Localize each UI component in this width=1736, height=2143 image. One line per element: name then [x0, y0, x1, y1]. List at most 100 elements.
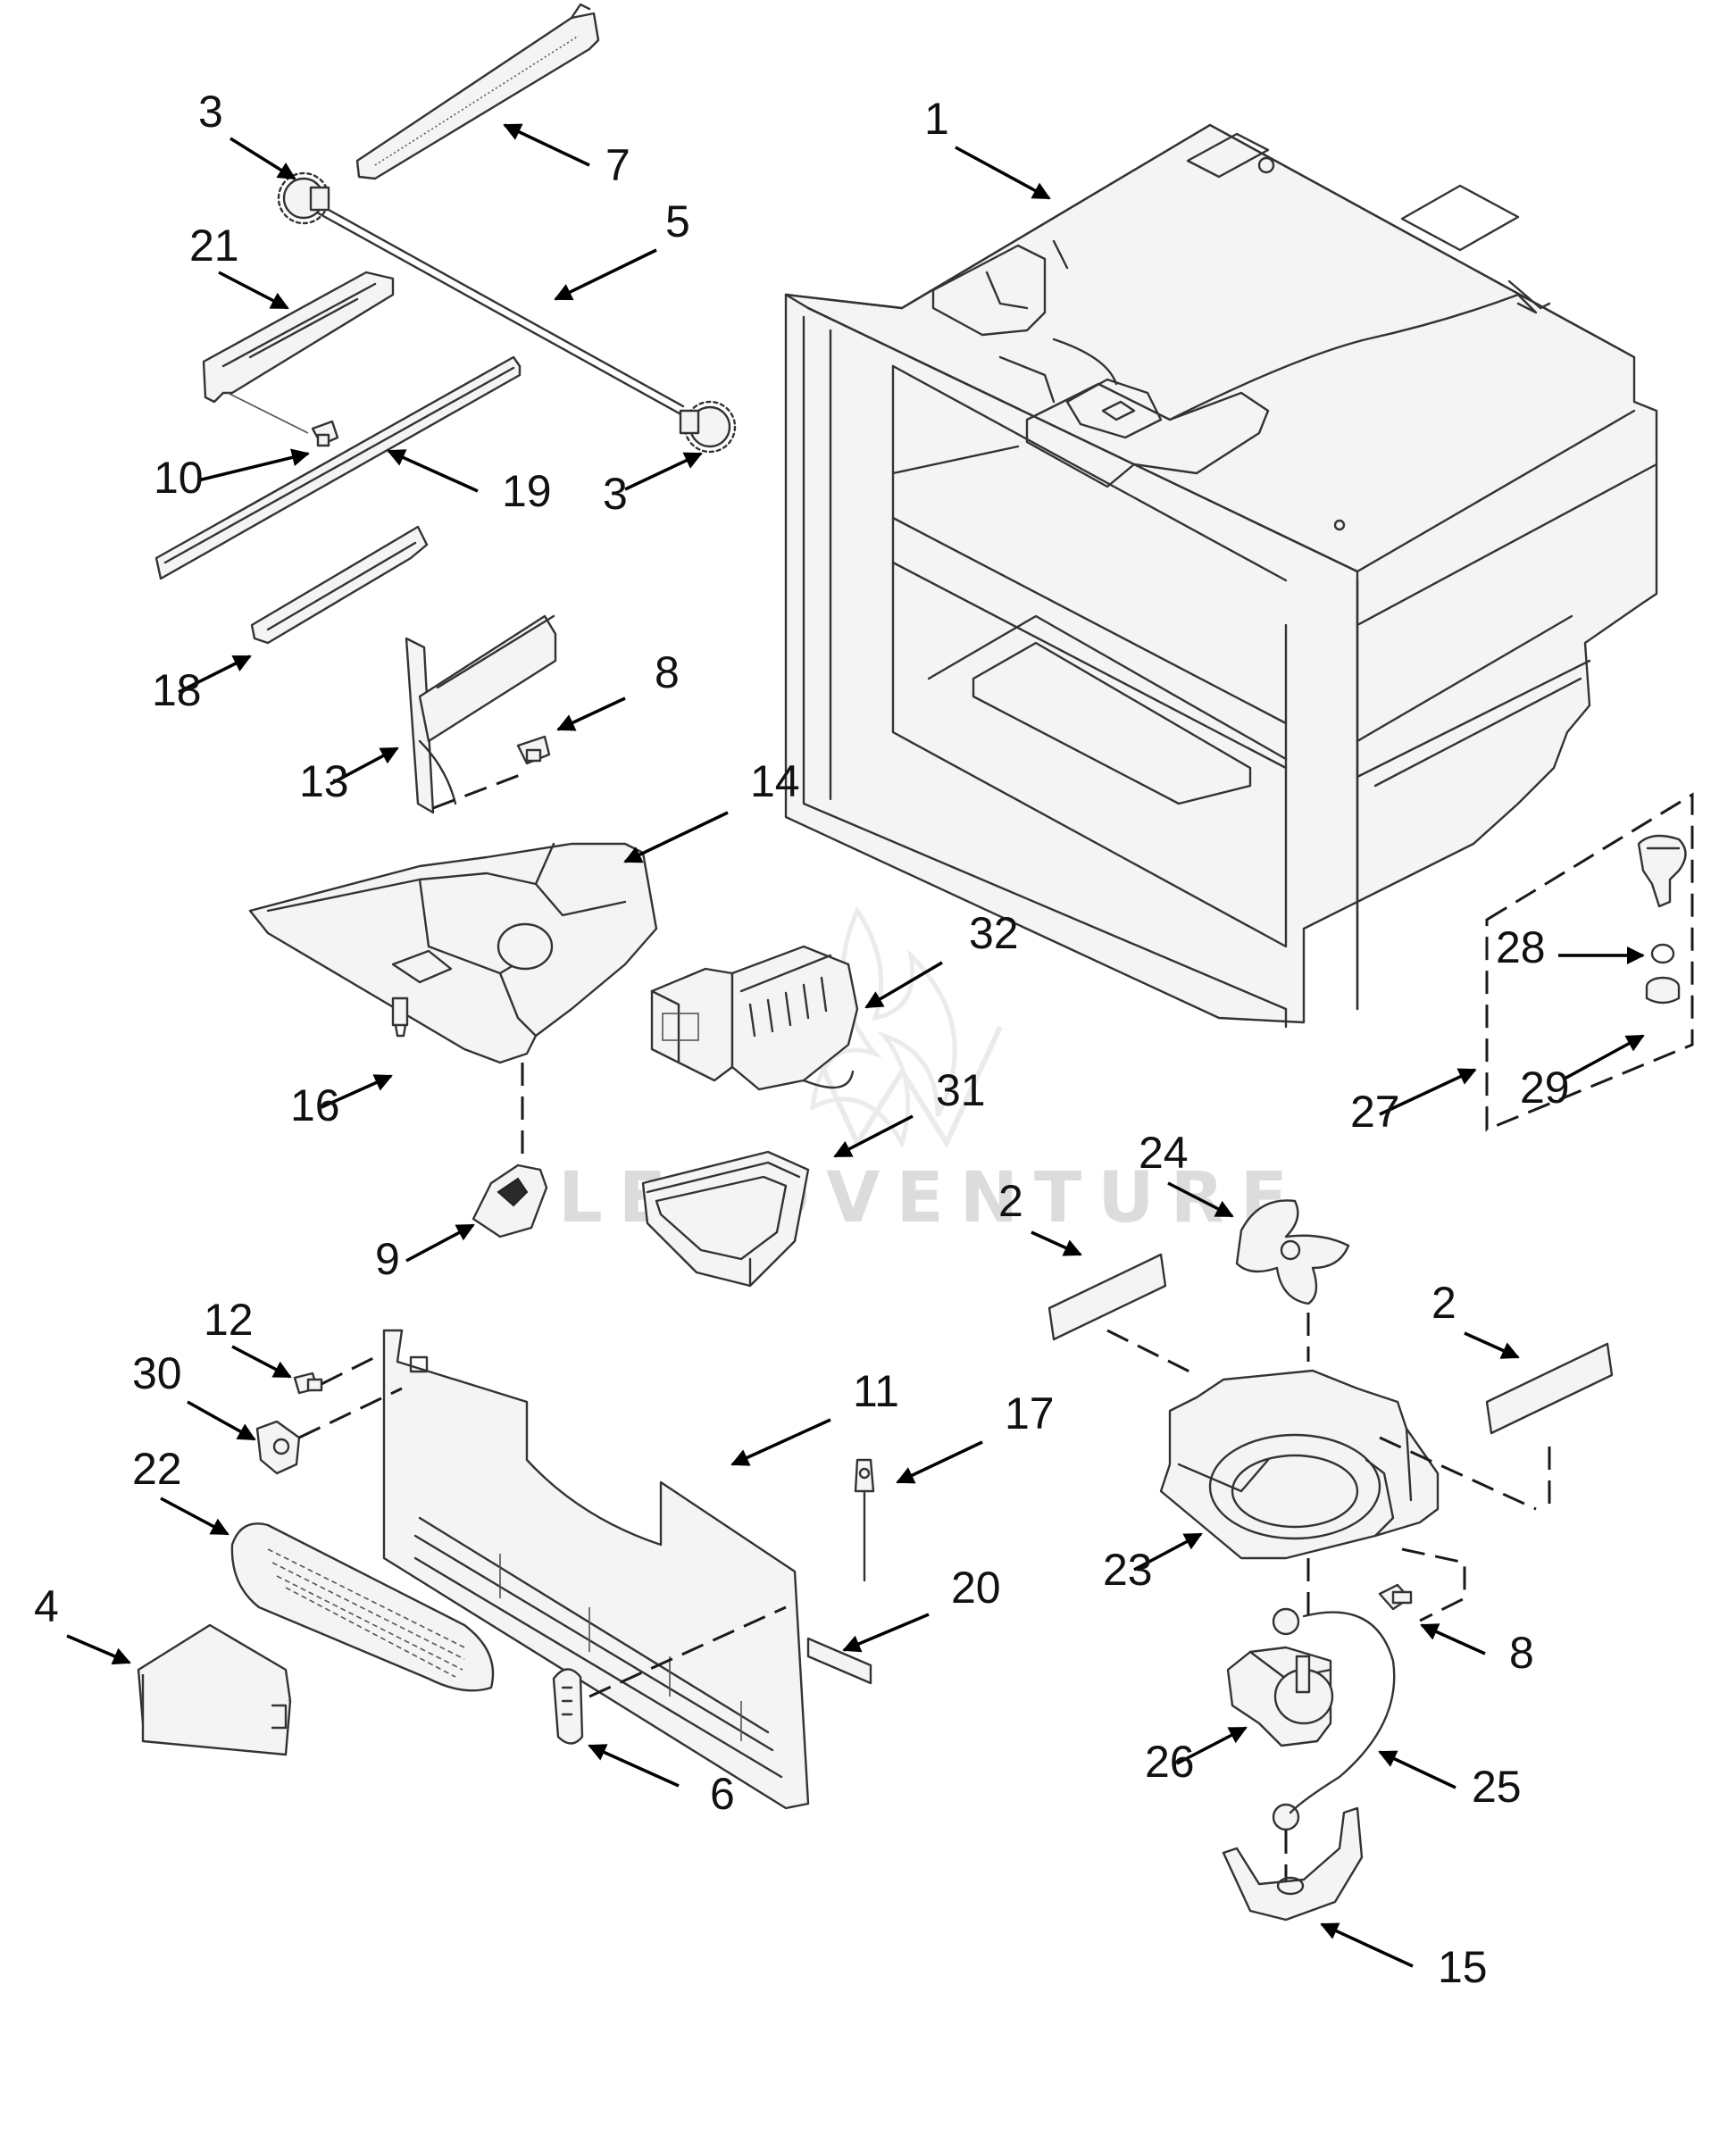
part-10-screw: [227, 392, 339, 447]
callout-arrow-24: [1167, 1181, 1234, 1218]
callout-label-3b: 3: [603, 469, 628, 519]
callout-arrow-3a: [230, 137, 296, 180]
part-14-ice-bin-housing: [248, 842, 658, 1064]
callout-label-6: 6: [710, 1769, 735, 1819]
callout-label-2a: 2: [998, 1176, 1023, 1226]
part-1-freezer-liner: [784, 123, 1658, 1029]
callout-label-2b: 2: [1431, 1278, 1456, 1328]
part-17-thermistor: [854, 1458, 875, 1582]
callout-label-26: 26: [1145, 1737, 1195, 1787]
part-21-guide-bracket: [202, 271, 395, 404]
callout-label-15: 15: [1438, 1942, 1488, 1992]
part-2-pad-left: [1047, 1253, 1167, 1341]
part-18-rail: [250, 525, 429, 645]
callout-label-16: 16: [290, 1080, 340, 1130]
callout-arrow-22: [160, 1497, 230, 1536]
part-9-cap: [472, 1163, 548, 1238]
callout-label-17: 17: [1005, 1388, 1055, 1438]
part-2-pad-right: [1485, 1342, 1614, 1435]
callout-label-29: 29: [1520, 1063, 1570, 1113]
callout-arrow-2b: [1464, 1331, 1520, 1359]
callout-arrow-31: [833, 1114, 914, 1158]
part-32-ice-maker: [650, 945, 859, 1091]
part-31-ice-tray: [641, 1150, 810, 1288]
callout-label-24: 24: [1139, 1128, 1189, 1178]
callout-label-1: 1: [924, 94, 949, 144]
part-30-sensor: [255, 1387, 403, 1475]
part-3-gear-bottom: [679, 400, 737, 454]
callout-label-9: 9: [375, 1234, 400, 1284]
callout-label-4: 4: [34, 1581, 59, 1631]
callout-label-20: 20: [951, 1563, 1001, 1613]
callout-label-21: 21: [189, 221, 239, 271]
callout-label-8a: 8: [655, 647, 680, 697]
callout-arrow-8b: [1420, 1623, 1486, 1655]
callout-arrow-4: [66, 1634, 131, 1665]
callout-arrow-15: [1320, 1922, 1414, 1968]
callout-label-27: 27: [1350, 1087, 1400, 1137]
part-26-fan-motor: [1226, 1607, 1334, 1831]
part-12-screw: [293, 1355, 376, 1395]
callout-arrow-7: [503, 123, 590, 167]
part-22-grille: [230, 1522, 495, 1692]
callout-arrow-23: [1133, 1532, 1203, 1572]
callout-arrow-11: [730, 1418, 831, 1466]
part-4-duct-cover: [137, 1623, 292, 1756]
part-3-gear-top: [277, 171, 330, 225]
callout-arrow-3b: [624, 452, 703, 491]
part-7-slide-rail: [355, 3, 600, 180]
part-23-fan-shroud: [1159, 1369, 1440, 1560]
callout-label-13: 13: [299, 756, 349, 806]
callout-arrow-5: [554, 248, 657, 301]
callout-arrow-17: [896, 1440, 983, 1484]
callout-label-5: 5: [665, 196, 690, 246]
callout-arrow-12: [231, 1345, 292, 1379]
callout-arrow-6: [588, 1744, 680, 1788]
callout-label-30: 30: [132, 1348, 182, 1398]
part-15-motor-bracket: [1222, 1806, 1364, 1922]
part-11-back-panel: [382, 1329, 810, 1810]
part-5-shaft: [311, 199, 688, 419]
part-27-filter-kit: [1485, 792, 1694, 1132]
callout-label-23: 23: [1103, 1545, 1153, 1595]
callout-label-3a: 3: [198, 87, 223, 137]
callout-label-25: 25: [1472, 1762, 1522, 1812]
callout-arrow-9: [405, 1223, 475, 1263]
callout-arrow-21: [218, 271, 289, 310]
part-24-fan-blade: [1235, 1199, 1350, 1305]
callout-arrow-29: [1564, 1034, 1645, 1080]
callout-arrow-18: [178, 655, 252, 694]
callout-arrow-1: [955, 146, 1051, 200]
callout-arrow-14: [623, 811, 729, 863]
callout-arrow-8a: [556, 696, 626, 731]
part-25-wire-harness: [1289, 1611, 1396, 1814]
part-13-bracket: [405, 614, 557, 814]
callout-label-12: 12: [204, 1295, 254, 1345]
callout-arrow-26: [1176, 1726, 1248, 1765]
callout-label-31: 31: [936, 1065, 986, 1115]
callout-arrow-19: [387, 449, 479, 493]
callout-label-28: 28: [1496, 922, 1546, 972]
part-8-screw-bottom: [1378, 1583, 1413, 1611]
callout-label-18: 18: [152, 665, 202, 715]
callout-arrow-2a: [1031, 1230, 1082, 1256]
part-16-clip: [391, 996, 409, 1038]
callout-arrow-10: [197, 448, 310, 482]
callout-arrow-20: [842, 1613, 930, 1653]
callout-label-7: 7: [605, 140, 630, 190]
callout-arrow-27: [1379, 1068, 1477, 1116]
callout-label-14: 14: [750, 756, 800, 806]
callout-arrow-30: [187, 1400, 256, 1441]
flame-logo-icon: [801, 905, 1003, 1149]
callout-label-22: 22: [132, 1444, 182, 1494]
part-6-clip: [552, 1605, 787, 1745]
callout-label-11: 11: [853, 1366, 899, 1416]
callout-label-8b: 8: [1509, 1628, 1534, 1678]
part-8-screw-top: [432, 735, 551, 810]
part-19-slide: [154, 355, 522, 580]
callout-arrow-32: [864, 961, 943, 1009]
callout-label-19: 19: [502, 466, 552, 516]
part-20-foam-strip: [806, 1637, 872, 1685]
